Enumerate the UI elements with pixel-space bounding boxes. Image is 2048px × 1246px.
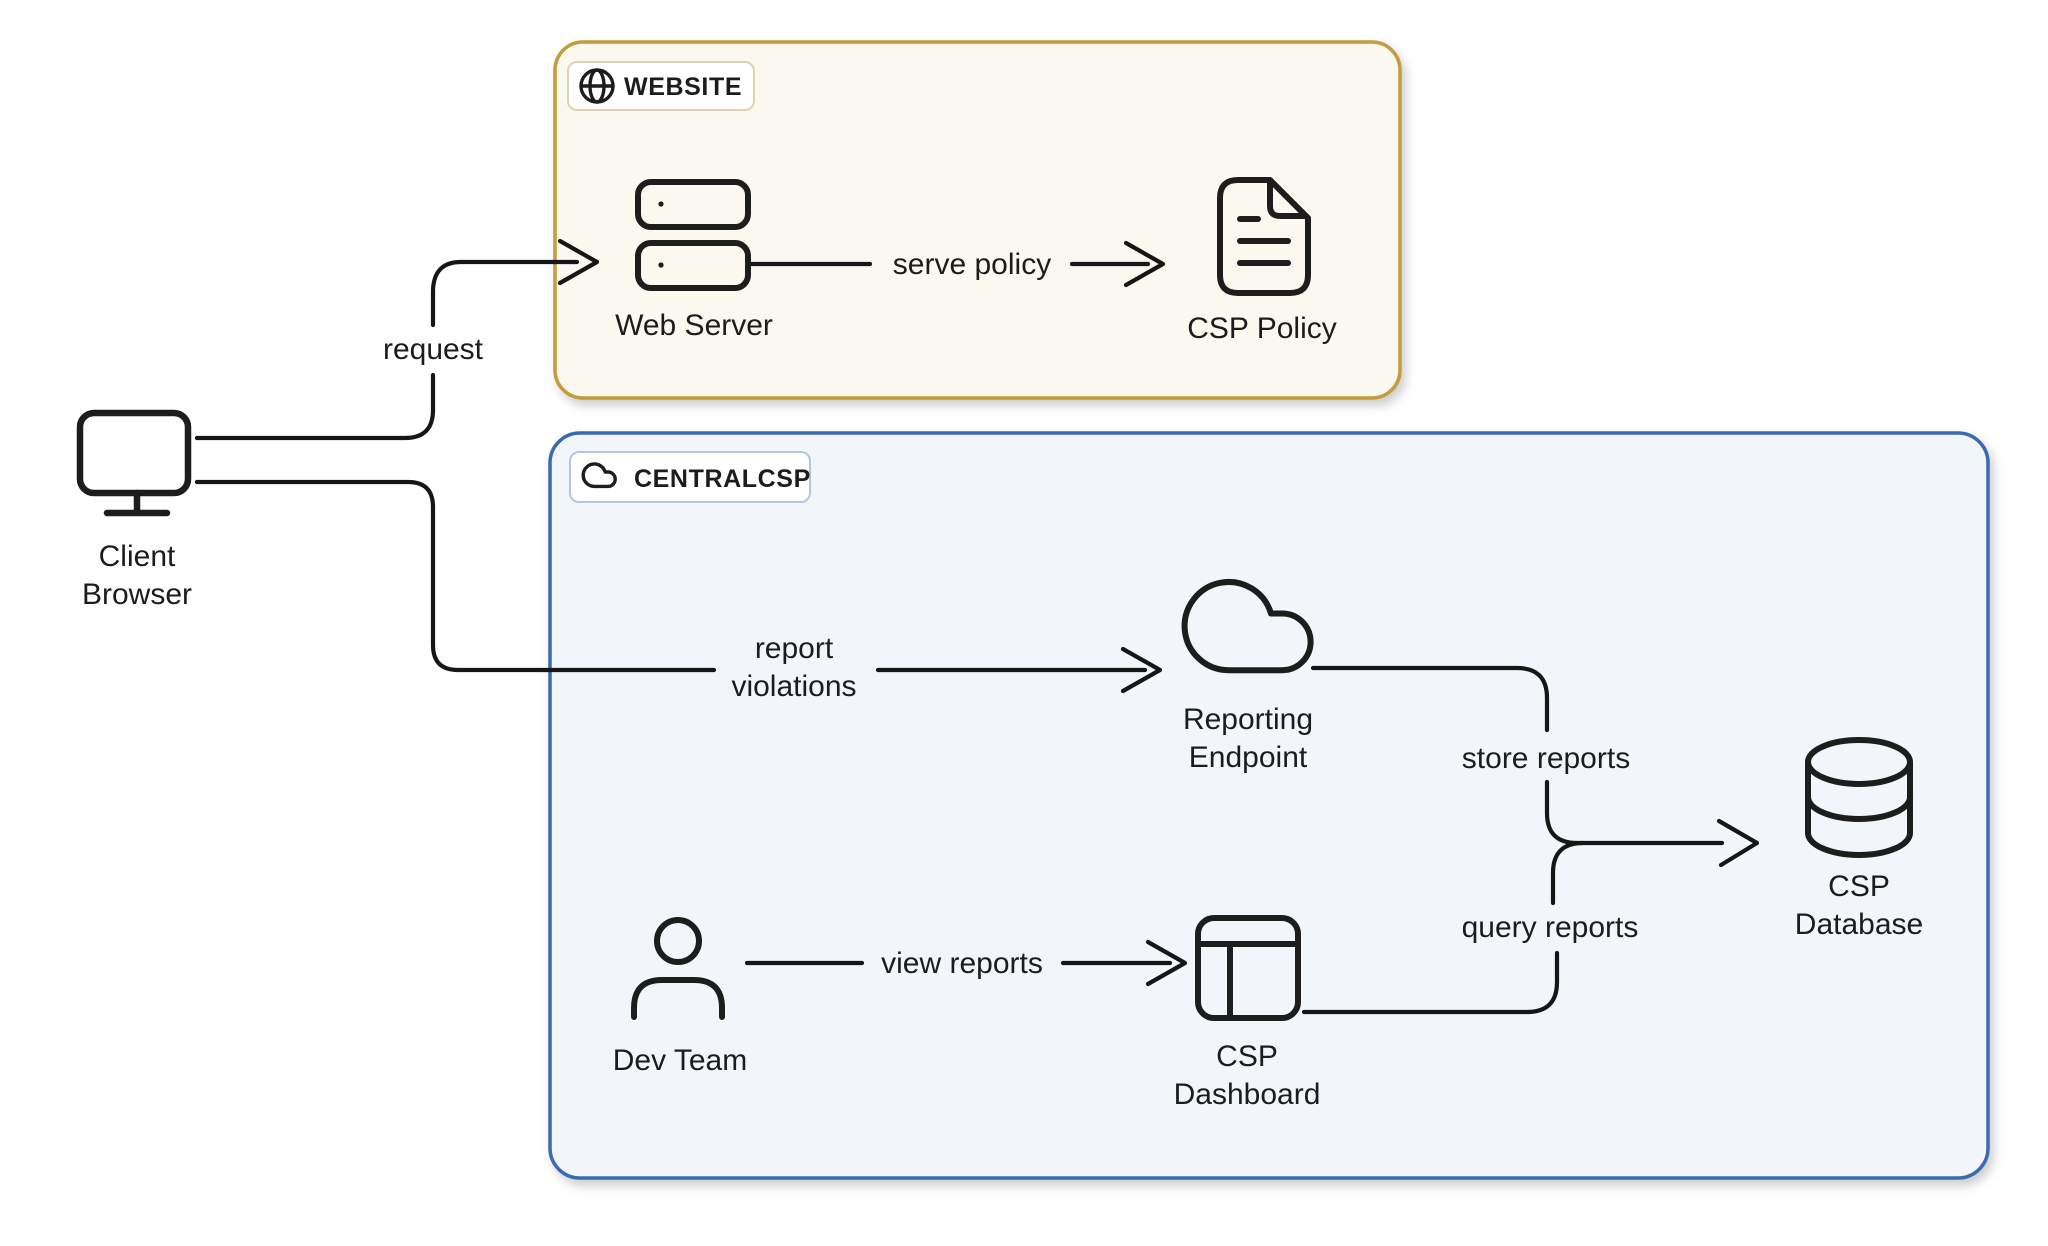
reporting-endpoint-label-line1: Reporting <box>1183 703 1313 736</box>
file-icon <box>1217 177 1311 296</box>
node-reporting-endpoint: Reporting Endpoint <box>1183 582 1313 774</box>
reporting-endpoint-label-line2: Endpoint <box>1189 741 1308 774</box>
edge-report-violations-label-line2: violations <box>731 670 856 703</box>
node-csp-database: CSP Database <box>1795 737 1923 941</box>
website-group-box <box>553 40 1402 400</box>
arrowhead <box>1716 818 1760 868</box>
edge-query-reports-path-1 <box>1301 950 1560 1015</box>
arrowhead <box>1123 240 1166 288</box>
website-badge-box <box>567 61 755 111</box>
csp-database-label-line2: Database <box>1795 908 1923 941</box>
edge-request-label: request <box>383 333 484 366</box>
edge-store-reports-label: store reports <box>1462 742 1630 775</box>
centralcsp-group-box <box>548 431 1990 1180</box>
edge-query-reports-label: query reports <box>1462 911 1639 944</box>
edge-request-path-2 <box>430 259 580 328</box>
node-csp-dashboard: CSP Dashboard <box>1174 915 1321 1111</box>
node-web-server: Web Server <box>615 179 773 342</box>
edge-report-violations-label-line1: report <box>755 632 834 665</box>
csp-database-label-line1: CSP <box>1828 870 1890 903</box>
edge-request-path-1 <box>194 372 436 441</box>
arrowhead <box>557 238 600 286</box>
cloud-icon <box>583 464 615 486</box>
server-stack-icon <box>635 179 751 291</box>
csp-policy-label: CSP Policy <box>1187 312 1337 345</box>
arrowhead <box>1145 939 1188 987</box>
cloud-icon <box>1185 582 1311 670</box>
centralcsp-badge: CENTRALCSP <box>569 451 811 503</box>
dev-team-label: Dev Team <box>613 1044 748 1077</box>
group-website: WEBSITE <box>553 40 1402 400</box>
edge-view-reports-label: view reports <box>881 947 1043 980</box>
csp-dashboard-label-line2: Dashboard <box>1174 1078 1321 1111</box>
node-csp-policy: CSP Policy <box>1187 177 1337 345</box>
edge-store-reports-path-1 <box>1310 665 1550 733</box>
globe-icon <box>579 68 615 104</box>
monitor-icon <box>76 409 192 517</box>
website-badge: WEBSITE <box>567 61 755 111</box>
user-icon <box>631 917 725 1020</box>
edge-into-database <box>1574 818 1760 868</box>
csp-dashboard-label-line1: CSP <box>1216 1040 1278 1073</box>
edge-report-violations-path-1 <box>194 479 717 673</box>
edge-query-reports: query reports <box>1301 840 1639 1015</box>
client-browser-label-line2: Browser <box>82 578 192 611</box>
arrowhead <box>1120 646 1163 694</box>
edge-serve-policy: serve policy <box>749 240 1166 288</box>
edge-report-violations: report violations <box>194 479 1163 703</box>
centralcsp-badge-box <box>569 451 811 503</box>
website-badge-label: WEBSITE <box>624 73 742 101</box>
group-centralcsp: CENTRALCSP <box>548 431 1990 1180</box>
database-icon <box>1805 737 1913 858</box>
client-browser-label-line1: Client <box>99 540 176 573</box>
web-server-label: Web Server <box>615 309 773 342</box>
edge-view-reports: view reports <box>744 939 1188 987</box>
dashboard-icon <box>1195 915 1301 1021</box>
edge-store-reports: store reports <box>1310 665 1630 846</box>
edge-request: request <box>194 238 600 441</box>
centralcsp-badge-label: CENTRALCSP <box>634 465 811 493</box>
node-dev-team: Dev Team <box>613 917 748 1077</box>
edge-serve-policy-label: serve policy <box>893 248 1051 281</box>
node-client-browser: Client Browser <box>76 409 192 611</box>
